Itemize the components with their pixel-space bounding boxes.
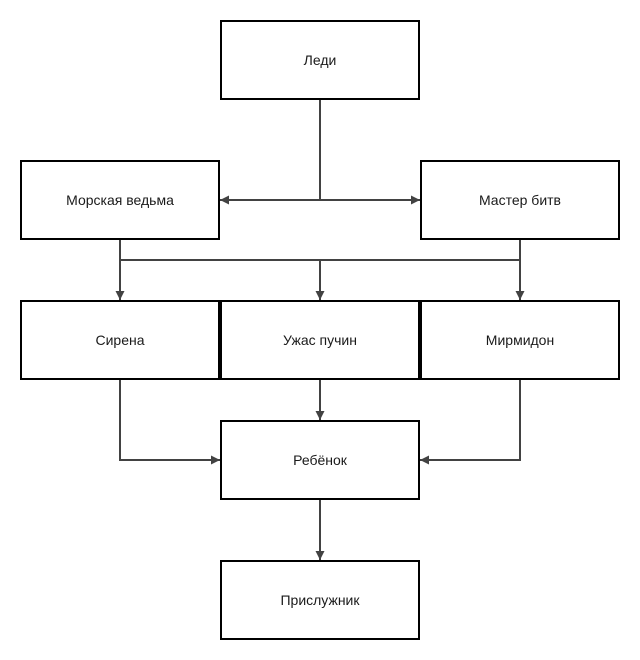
node-lady-label: Леди [303, 51, 337, 68]
node-myrmidon[interactable]: Мирмидон [420, 300, 620, 380]
node-myrmidon-label: Мирмидон [485, 331, 555, 348]
node-minion[interactable]: Прислужник [220, 560, 420, 640]
node-child-label: Ребёнок [293, 451, 347, 468]
edge-lady-to-sea-witch [220, 100, 321, 205]
node-sea-witch[interactable]: Морская ведьма [20, 160, 220, 240]
node-minion-label: Прислужник [280, 591, 360, 608]
node-battle-master-label: Мастер битв [478, 191, 561, 208]
node-terror-of-depths-label: Ужас пучин [283, 331, 357, 348]
node-lady[interactable]: Леди [220, 20, 420, 100]
edge-siren-to-child [119, 380, 220, 465]
node-siren[interactable]: Сирена [20, 300, 220, 380]
node-child[interactable]: Ребёнок [220, 420, 420, 500]
node-battle-master[interactable]: Мастер битв [420, 160, 620, 240]
node-siren-label: Сирена [95, 331, 145, 348]
node-sea-witch-label: Морская ведьма [66, 191, 174, 208]
node-terror-of-depths[interactable]: Ужас пучин [220, 300, 420, 380]
edge-myrmidon-to-child [420, 380, 521, 465]
